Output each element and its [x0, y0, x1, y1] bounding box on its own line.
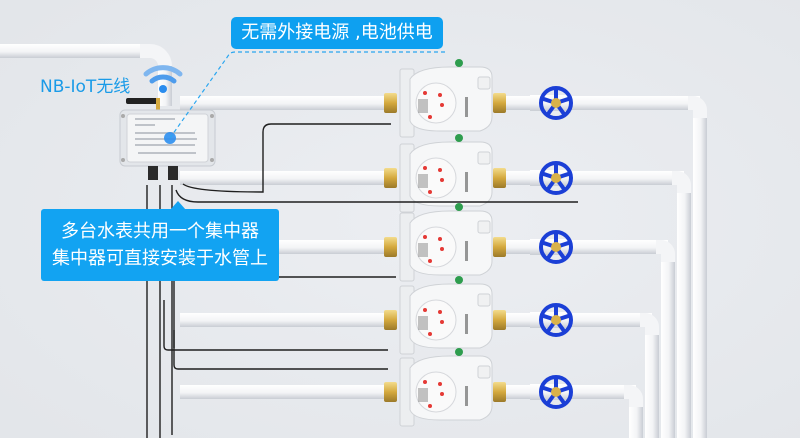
indicator-led — [455, 134, 463, 142]
meter-row — [180, 348, 643, 427]
shared-collector-callout: 多台水表共用一个集中器 集中器可直接安装于水管上 — [41, 209, 279, 281]
callout-leader-line — [169, 51, 445, 139]
brass-fitting — [493, 168, 506, 188]
brass-fitting — [493, 93, 506, 113]
vertical-pipe — [661, 261, 675, 438]
vertical-pipe — [645, 334, 659, 438]
meter-rows — [180, 59, 707, 427]
indicator-led — [455, 276, 463, 284]
water-meter — [399, 355, 493, 427]
outlet-pipe — [500, 313, 652, 327]
pipe-elbow — [688, 96, 707, 118]
gate-valve — [530, 161, 573, 195]
pipe-elbow — [656, 240, 675, 262]
gate-valve — [530, 375, 573, 409]
callout-pointer — [170, 201, 186, 210]
wifi-signal-icon — [143, 65, 183, 93]
meter-row — [180, 134, 691, 213]
outlet-pipe — [500, 171, 684, 185]
callout-line-1: 多台水表共用一个集中器 — [61, 221, 259, 242]
brass-fitting — [493, 310, 506, 330]
water-meter — [399, 283, 493, 355]
vertical-pipes — [629, 117, 707, 438]
vertical-pipe — [677, 192, 691, 438]
meter-row — [180, 276, 659, 355]
gate-valve — [530, 86, 573, 120]
brass-fitting — [384, 382, 397, 402]
water-meter — [399, 210, 493, 282]
vertical-pipe — [693, 117, 707, 438]
indicator-led — [455, 59, 463, 67]
nb-iot-collector — [119, 98, 216, 180]
brass-fitting — [493, 237, 506, 257]
indicator-led — [455, 203, 463, 211]
meter-row — [180, 203, 675, 282]
gate-valve — [530, 230, 573, 264]
outlet-pipe — [500, 240, 668, 254]
water-meter — [399, 66, 493, 138]
meter-row — [180, 59, 707, 138]
brass-fitting — [384, 237, 397, 257]
vertical-pipe — [629, 406, 643, 438]
nb-iot-wireless-label: NB-IoT无线 — [40, 77, 131, 97]
inlet-branch-pipe — [180, 385, 385, 399]
pipe-elbow — [624, 385, 643, 407]
pipe-elbow — [640, 313, 659, 335]
pipe-elbow — [672, 171, 691, 193]
battery-power-callout: 无需外接电源 ,电池供电 — [231, 17, 443, 49]
callout-line-2: 集中器可直接安装于水管上 — [52, 248, 268, 269]
inlet-branch-pipe — [180, 313, 385, 327]
water-meter — [399, 141, 493, 213]
inlet-branch-pipe — [180, 96, 385, 110]
brass-fitting — [384, 168, 397, 188]
gate-valve — [530, 303, 573, 337]
brass-fitting — [384, 310, 397, 330]
brass-fitting — [384, 93, 397, 113]
indicator-led — [455, 348, 463, 356]
brass-fitting — [493, 382, 506, 402]
inlet-branch-pipe — [180, 171, 385, 185]
